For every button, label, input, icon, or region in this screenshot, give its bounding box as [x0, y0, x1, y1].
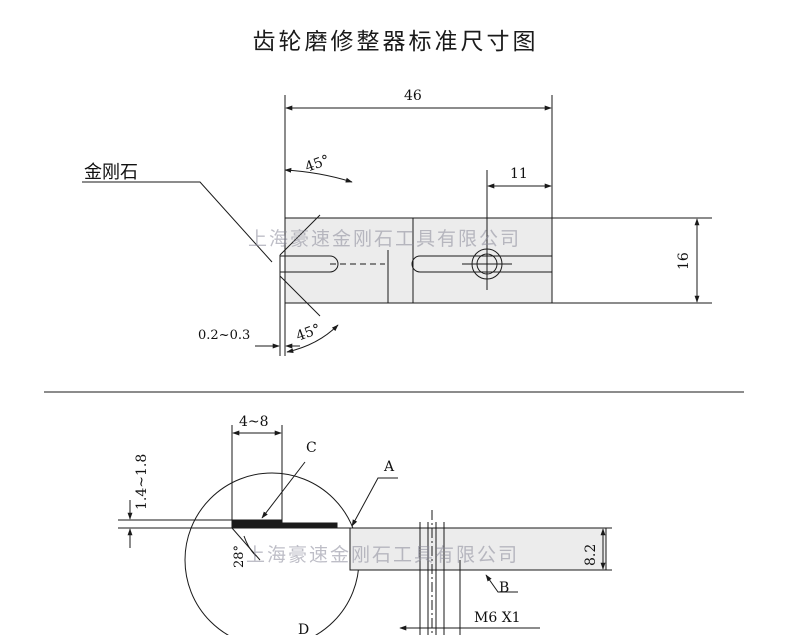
dim-length-label: 46 — [404, 88, 422, 104]
diamond-leader — [82, 182, 272, 262]
dim-width-label: 4~8 — [239, 414, 269, 430]
angle-28-label: 28° — [232, 544, 247, 568]
side-view — [118, 425, 612, 635]
dim-hole-offset-label: 11 — [510, 166, 528, 182]
top-view — [82, 95, 712, 356]
angle45-upper-arc — [284, 167, 353, 182]
thread-label: M6 X1 — [474, 610, 521, 626]
diamond-label: 金刚石 — [84, 162, 138, 183]
carrier-plate — [282, 523, 337, 528]
watermark-bottom: 上海豪速金刚石工具有限公司 — [246, 544, 520, 566]
page-title: 齿轮磨修整器标准尺寸图 — [252, 29, 539, 55]
dim-tip-label: 0.2~0.3 — [198, 328, 251, 343]
label-b: B — [499, 580, 510, 596]
dim-side-height-label: 8.2 — [583, 543, 599, 566]
diamond-edge-upper — [280, 215, 320, 255]
slot-right — [412, 256, 552, 272]
diamond-plate — [232, 520, 282, 528]
slot-left — [280, 256, 338, 272]
diamond-edge-lower — [280, 276, 320, 316]
dresser-body-side — [350, 528, 606, 570]
dim-thickness-label: 1.4~1.8 — [134, 453, 150, 510]
leader-b — [486, 574, 518, 592]
angle45-lower-arc — [286, 324, 339, 354]
watermark-top: 上海豪速金刚石工具有限公司 — [248, 228, 522, 250]
label-c: C — [306, 440, 317, 456]
dresser-body-top — [285, 218, 552, 303]
leader-c — [261, 462, 305, 519]
angle28-arc — [244, 536, 256, 556]
label-d: D — [298, 622, 310, 638]
dim-height-label: 16 — [676, 252, 692, 270]
label-a: A — [384, 459, 395, 475]
leader-a — [352, 478, 398, 527]
